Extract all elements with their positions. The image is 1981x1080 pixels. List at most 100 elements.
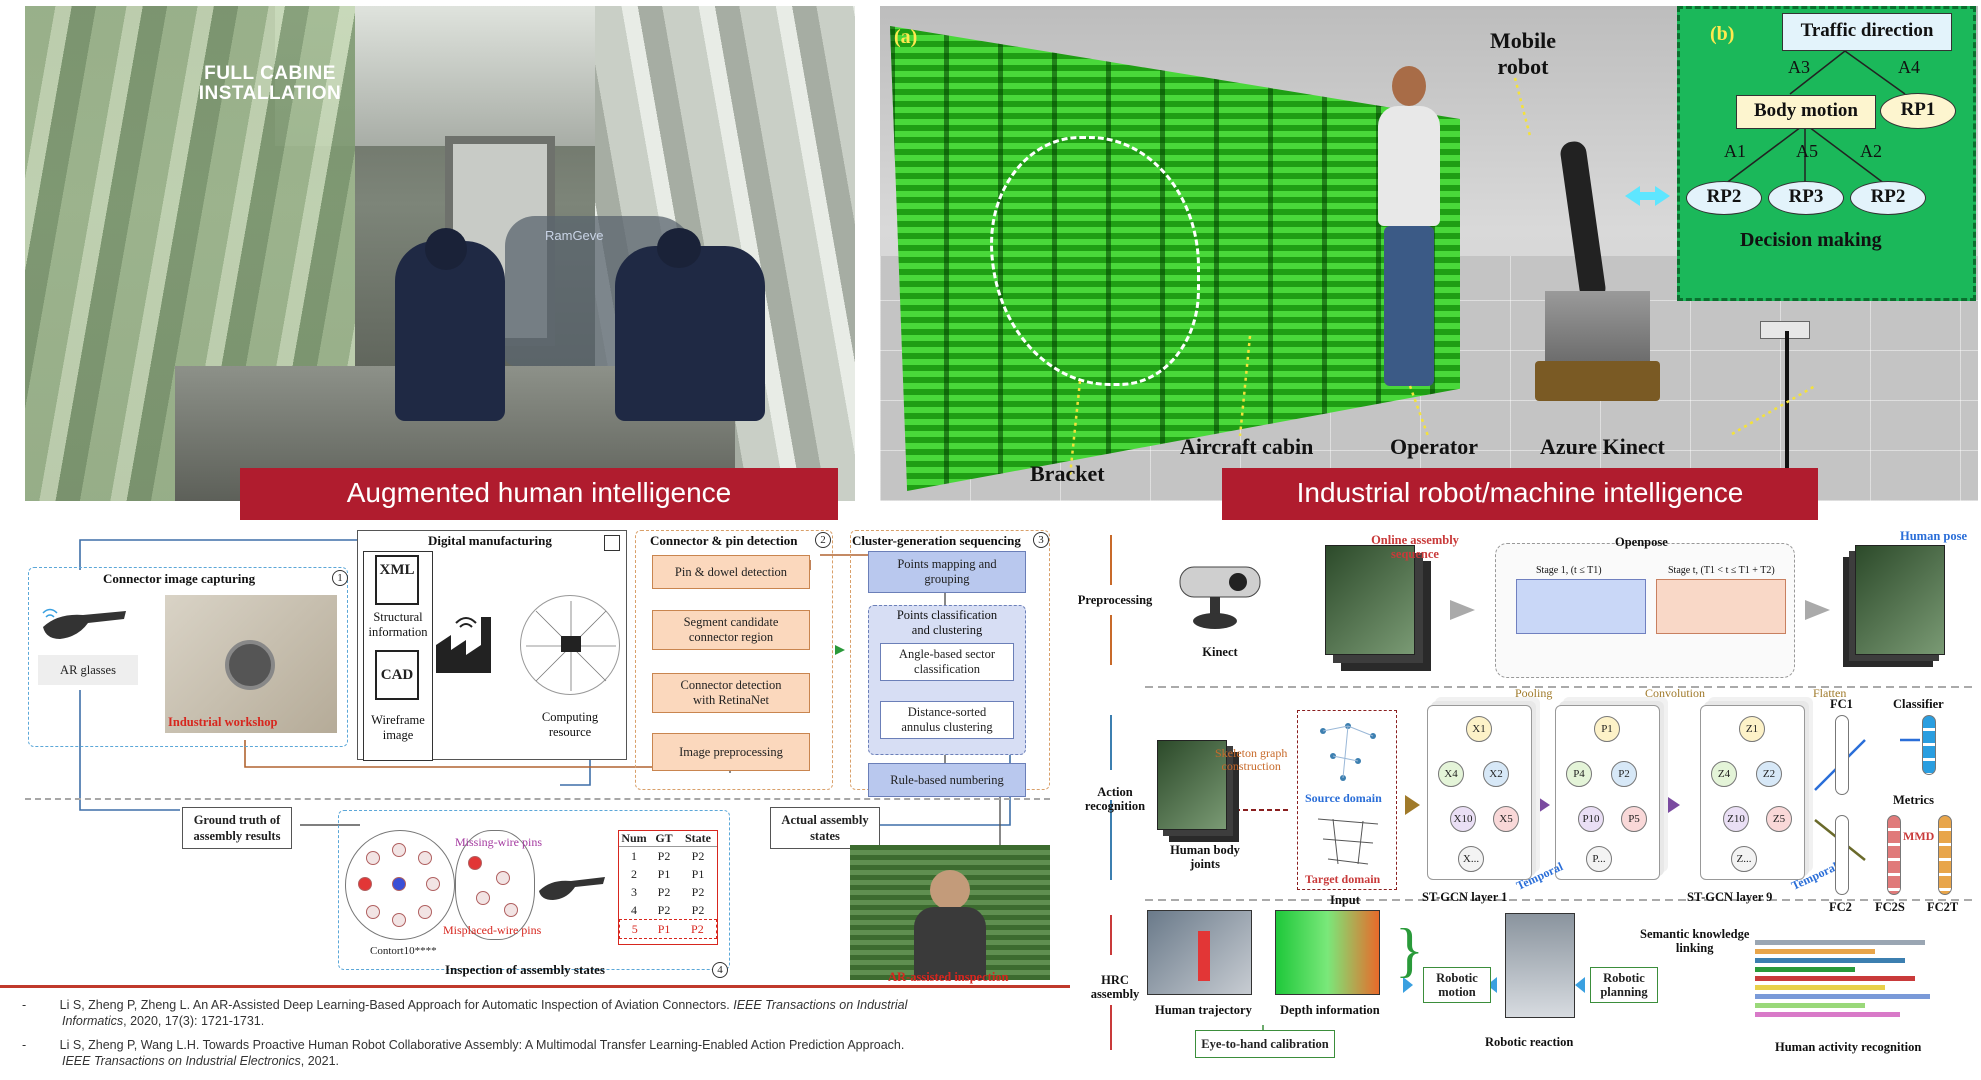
- pin: [366, 851, 380, 865]
- robotic-motion-box: Robotic motion: [1423, 967, 1491, 1003]
- decision-making-label: Decision making: [1740, 229, 1882, 251]
- human-joints-label: Human body joints: [1160, 843, 1250, 871]
- robotic-motion-line1: Robotic: [1436, 971, 1478, 985]
- human-pose-label: Human pose: [1900, 529, 1968, 543]
- graph-node: Z4: [1711, 761, 1737, 787]
- graph-node: X2: [1483, 761, 1509, 787]
- body-joint-frames: [1157, 740, 1227, 830]
- graph-node: P2: [1611, 761, 1637, 787]
- online-sequence-label: Online assembly sequence: [1360, 533, 1470, 561]
- points-map-line1: Points mapping and: [897, 557, 997, 571]
- hrc-assembly-label: HRC assembly: [1075, 973, 1155, 1001]
- ground-truth-line2: assembly results: [193, 829, 281, 843]
- pin-misplaced: [392, 877, 406, 891]
- table-row: 2 P1 P1: [619, 865, 717, 883]
- cluster-sequencing-title: Cluster-generation sequencing: [852, 533, 1021, 548]
- pin: [366, 905, 380, 919]
- ground-truth-box: Ground truth of assembly results: [182, 807, 292, 849]
- preprocessing-label: Preprocessing: [1077, 593, 1153, 607]
- pin-detection-title: Connector & pin detection: [650, 533, 798, 548]
- depth-information-image: [1275, 910, 1380, 995]
- action-recognition-line1: Action: [1097, 785, 1133, 799]
- node-rp1: RP1: [1880, 93, 1956, 129]
- scene-leader-lines: [1068, 77, 1816, 477]
- online-seq-line2: sequence: [1391, 547, 1439, 561]
- operator-figure: [1370, 66, 1450, 396]
- edge-a2: A2: [1860, 141, 1882, 161]
- stgcn-layer-1-label: ST-GCN layer 1: [1422, 890, 1508, 904]
- metrics-label: Metrics: [1893, 793, 1934, 807]
- segment-connector-box: Segment candidate connector region: [652, 610, 810, 650]
- missing-pins-label: Missing-wire pins: [455, 835, 542, 849]
- computing-line1: Computing: [541, 710, 599, 724]
- distance-line2: annulus clustering: [901, 720, 993, 734]
- ar-glasses-small-icon: [535, 873, 607, 903]
- connector-capture-title: Connector image capturing: [103, 571, 256, 586]
- inspection-title: Inspection of assembly states: [445, 962, 605, 977]
- stage-t-label: Stage t, (T1 < t ≤ T1 + T2): [1668, 565, 1775, 576]
- panel-a-tag: (a): [894, 26, 918, 48]
- cell-state: P2: [691, 849, 705, 863]
- merge-brace-icon: }: [1395, 917, 1424, 983]
- ar-inspection-photo: [850, 845, 1050, 980]
- reference-bullet: -: [22, 998, 27, 1012]
- worker-right-head: [657, 228, 701, 268]
- decision-tree-panel: (b) Traffic direction Body motion RP1 RP…: [1677, 6, 1976, 301]
- pin: [418, 905, 432, 919]
- table-row-mismatch: 5 P1 P2: [619, 919, 717, 939]
- activity-bar: [1755, 985, 1885, 990]
- fc1-layer: [1835, 715, 1849, 795]
- graph-node: Z10: [1723, 806, 1749, 832]
- robotic-reaction-label: Robotic reaction: [1485, 1035, 1574, 1049]
- node-rp3: RP3: [1768, 181, 1844, 215]
- angle-line1: Angle-based sector: [898, 647, 996, 661]
- stgcn-layer-9-panel: Z1 Z2 Z4 Z10 Z5 Z...: [1700, 705, 1805, 880]
- ar-glasses-label: AR glasses: [38, 655, 138, 685]
- banner-augmented-human-intelligence: Augmented human intelligence: [240, 468, 838, 520]
- action-prediction-pipeline: Preprocessing Kinect Online assembly seq…: [1075, 525, 1975, 1070]
- pin: [418, 851, 432, 865]
- human-trajectory-image: [1147, 910, 1252, 995]
- graph-node: X10: [1450, 806, 1476, 832]
- graph-node: Z5: [1766, 806, 1792, 832]
- wireframe-line1: Wireframe: [371, 713, 425, 727]
- activity-bar: [1755, 1003, 1865, 1008]
- robotic-planning-line1: Robotic: [1603, 971, 1645, 985]
- graph-node: X1: [1466, 716, 1492, 742]
- table-row: 1 P2 P2: [619, 847, 717, 865]
- fc2s-label: FC2S: [1875, 900, 1905, 914]
- ar-inspection-pipeline: Connector image capturing 1 AR glasses I…: [0, 525, 1060, 985]
- cell-num: 4: [631, 903, 637, 917]
- target-skeleton-icon: [1317, 818, 1379, 865]
- human-pose-frames: [1855, 545, 1945, 655]
- openpose-label: Openpose: [1615, 535, 1668, 549]
- activity-bar: [1755, 949, 1875, 954]
- semantic-knowledge-label: Semantic knowledge linking: [1640, 927, 1749, 955]
- pin-detection-panel: [635, 530, 833, 790]
- reference-1: - Li S, Zheng P, Zheng L. An AR-Assisted…: [22, 997, 1062, 1029]
- points-classification-label: Points classification and clustering: [870, 608, 1024, 638]
- edge-a4: A4: [1898, 57, 1920, 77]
- human-joints-line2: joints: [1190, 857, 1220, 871]
- semantic-line1: Semantic knowledge: [1640, 927, 1750, 941]
- xml-file-icon: XML: [375, 555, 419, 605]
- cabin-installation-photo: RamGeve FULL CABINE INSTALLATION: [25, 6, 855, 501]
- cell-state: P1: [691, 867, 705, 881]
- input-label: Input: [1330, 893, 1360, 907]
- retina-line2: with RetinaNet: [692, 693, 770, 707]
- wireframe-image-label: Wireframe image: [365, 713, 431, 743]
- trajectory-marker: [1198, 931, 1210, 981]
- reference-1-volume: , 2020, 17(3): 1721-1731.: [123, 1014, 265, 1028]
- industrial-workshop-label: Industrial workshop: [168, 715, 278, 729]
- fc2t-layer: [1938, 815, 1952, 895]
- stgcn-layer-9-label: ST-GCN layer 9: [1687, 890, 1773, 904]
- openpose-panel: Stage 1, (t ≤ T1) Stage t, (T1 < t ≤ T1 …: [1495, 543, 1795, 678]
- cell-gt: P2: [657, 903, 671, 917]
- step-3-badge: 3: [1033, 532, 1049, 548]
- activity-bar: [1755, 940, 1925, 945]
- fc1-label: FC1: [1830, 697, 1853, 711]
- graph-node: P4: [1566, 761, 1592, 787]
- cell-num: 5: [631, 922, 638, 936]
- cad-file-icon: CAD: [375, 650, 419, 700]
- depth-information-label: Depth information: [1280, 1003, 1380, 1017]
